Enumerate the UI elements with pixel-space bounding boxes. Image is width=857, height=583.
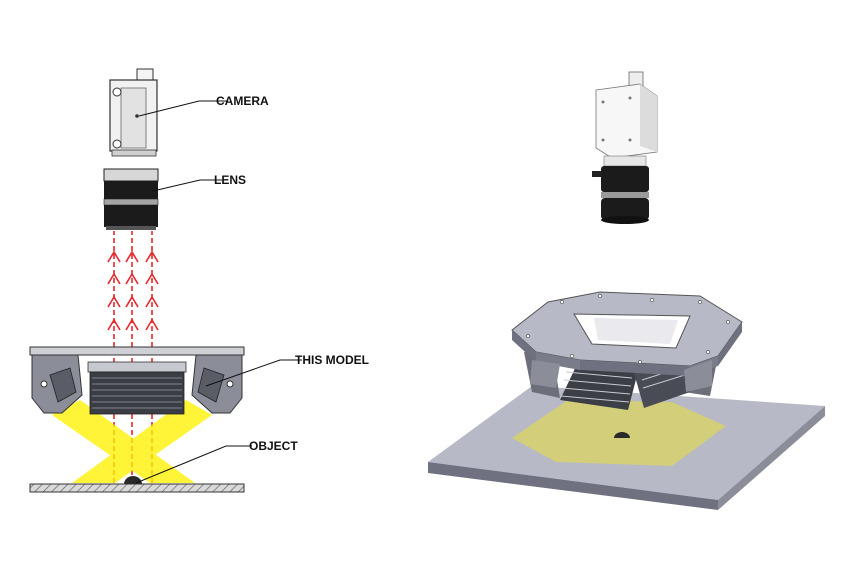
- inspected-object-icon: [124, 476, 142, 484]
- camera-label: CAMERA: [216, 94, 269, 108]
- base-plate-3d: [428, 386, 825, 510]
- ring-light-fixture-icon: [511, 291, 743, 410]
- lens-schematic: [103, 168, 159, 230]
- light-cones: [52, 400, 212, 483]
- schematic-view: CAMERA LENS THIS MODEL OBJECT: [29, 68, 369, 493]
- ray-arrows: [107, 250, 159, 331]
- callout-leaders: [135, 100, 302, 484]
- base-plate-schematic: [29, 476, 245, 493]
- object-label: OBJECT: [249, 439, 298, 453]
- camera-schematic: [109, 68, 158, 157]
- ring-light-fixture-schematic: [29, 346, 245, 415]
- machine-vision-camera-icon: [592, 71, 658, 224]
- rendered-3d-view: [428, 71, 825, 510]
- model-label: THIS MODEL: [295, 353, 369, 367]
- lens-label: LENS: [214, 173, 246, 187]
- inspected-object-icon: [614, 432, 630, 438]
